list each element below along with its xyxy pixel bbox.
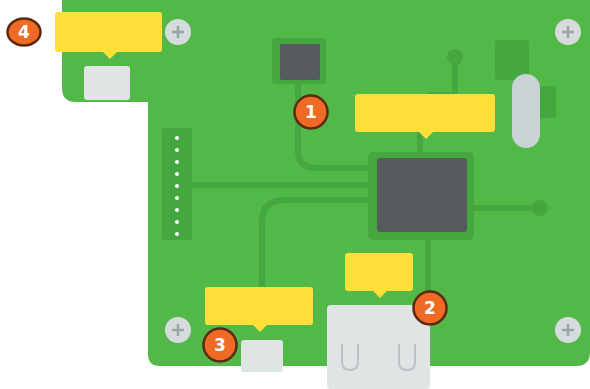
usb-port [327,305,430,389]
callout-number: 2 [412,290,448,326]
callout-label: 1 [293,94,329,130]
circuit-board [62,0,590,366]
via [532,200,548,216]
chip-border [368,152,474,240]
pin-header [162,128,192,240]
callout-label: 4 [6,17,42,47]
small-chip [280,44,320,80]
screw-holes [165,19,581,343]
crystal [512,74,540,148]
header-pins [175,136,179,236]
callout-label: 2 [412,290,448,326]
power-connector [84,66,130,100]
via [447,49,463,65]
callout-number: 4 [6,17,42,47]
chip-border [272,38,326,84]
traces [190,58,538,305]
callout-number: 1 [293,94,329,130]
usb-slots [342,344,415,370]
callout-number: 3 [202,327,238,363]
callout-label: 3 [202,327,238,363]
callout-boxes [55,12,495,332]
pad [495,40,529,80]
processor-chip [377,158,467,232]
small-connector [241,340,283,372]
